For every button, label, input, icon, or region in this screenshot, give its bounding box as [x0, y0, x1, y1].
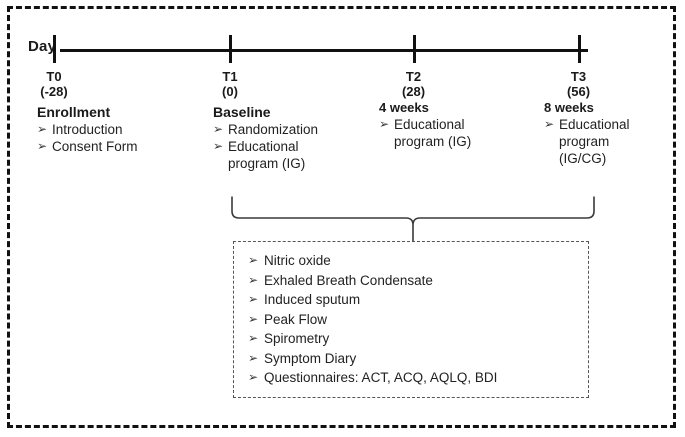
timepoint-continuation-t2: program (IG) [394, 134, 472, 149]
arrow-bullet-icon: ➢ [248, 370, 259, 384]
timepoint-code-t3: T3 [570, 69, 587, 84]
arrow-bullet-icon: ➢ [248, 272, 259, 287]
axis-label-day: Day [28, 38, 57, 55]
list-item: ➢Spirometry [248, 329, 588, 349]
arrow-bullet-icon: ➢ [248, 253, 259, 267]
list-item: ➢Consent Form [37, 139, 138, 154]
list-item: ➢Peak Flow [248, 310, 588, 330]
assessment-box: ➢Nitric oxide ➢Exhaled Breath Condensate… [233, 241, 589, 398]
arrow-bullet-icon: ➢ [248, 311, 259, 326]
timepoint-items-t1: ➢Randomization ➢Educational [213, 121, 371, 155]
timepoint-day-t0: (-28) [40, 84, 68, 99]
arrow-bullet-icon: ➢ [37, 122, 48, 136]
timepoint-items-t2: ➢Educational [379, 116, 530, 133]
list-item: ➢Educational [213, 139, 299, 154]
tick-t1 [229, 35, 232, 63]
timepoint-items-t3: ➢Educational [544, 116, 680, 133]
timepoint-continuation-t3: program [559, 134, 610, 149]
list-item: ➢Nitric oxide [248, 251, 588, 271]
timepoint-code-t2: T2 [405, 69, 422, 84]
list-item: ➢Randomization [213, 122, 319, 137]
timepoint-day-t3: (56) [566, 84, 591, 99]
arrow-bullet-icon: ➢ [213, 139, 224, 153]
timepoint-continuation-t1: program (IG) [228, 156, 306, 171]
arrow-bullet-icon: ➢ [213, 122, 224, 136]
arrow-bullet-icon: ➢ [379, 117, 390, 131]
timepoint-column-t3: T3 (56) 8 weeks ➢Educational program (IG… [530, 69, 680, 167]
assessment-brace [231, 196, 595, 242]
list-item: ➢Educational [544, 117, 630, 132]
diagram-outer-border: Day T0 (-28) Enrollment ➢Introduction ➢C… [7, 6, 676, 428]
timepoint-week-t2: 4 weeks [379, 100, 429, 115]
tick-t2 [413, 35, 416, 63]
timepoint-day-t2: (28) [401, 84, 426, 99]
arrow-bullet-icon: ➢ [37, 139, 48, 153]
arrow-bullet-icon: ➢ [544, 117, 555, 131]
timeline-axis [60, 49, 588, 52]
timepoint-day-t1: (0) [222, 84, 238, 99]
list-item: ➢Symptom Diary [248, 349, 588, 369]
timepoint-heading-t0: Enrollment [37, 104, 111, 120]
list-item: ➢Educational [379, 117, 465, 132]
arrow-bullet-icon: ➢ [248, 350, 259, 365]
timepoint-items-t0: ➢Introduction ➢Consent Form [37, 121, 190, 155]
timepoint-column-t0: T0 (-28) Enrollment ➢Introduction ➢Conse… [20, 69, 190, 155]
timepoint-continuation2-t3: (IG/CG) [559, 151, 607, 166]
timepoint-column-t2: T2 (28) 4 weeks ➢Educational program (IG… [365, 69, 530, 150]
arrow-bullet-icon: ➢ [248, 331, 259, 345]
timepoint-code-t0: T0 [46, 69, 62, 84]
list-item: ➢Induced sputum [248, 290, 588, 310]
tick-t3 [578, 35, 581, 63]
timepoint-heading-t1: Baseline [213, 104, 271, 120]
arrow-bullet-icon: ➢ [248, 292, 259, 306]
list-item: ➢Exhaled Breath Condensate [248, 271, 588, 291]
tick-t0 [53, 35, 56, 63]
timepoint-column-t1: T1 (0) Baseline ➢Randomization ➢Educatio… [196, 69, 371, 172]
timepoint-week-t3: 8 weeks [544, 100, 594, 115]
list-item: ➢Questionnaires: ACT, ACQ, AQLQ, BDI [248, 368, 588, 388]
assessment-list: ➢Nitric oxide ➢Exhaled Breath Condensate… [234, 242, 588, 388]
timepoint-code-t1: T1 [222, 69, 238, 84]
list-item: ➢Introduction [37, 122, 123, 137]
